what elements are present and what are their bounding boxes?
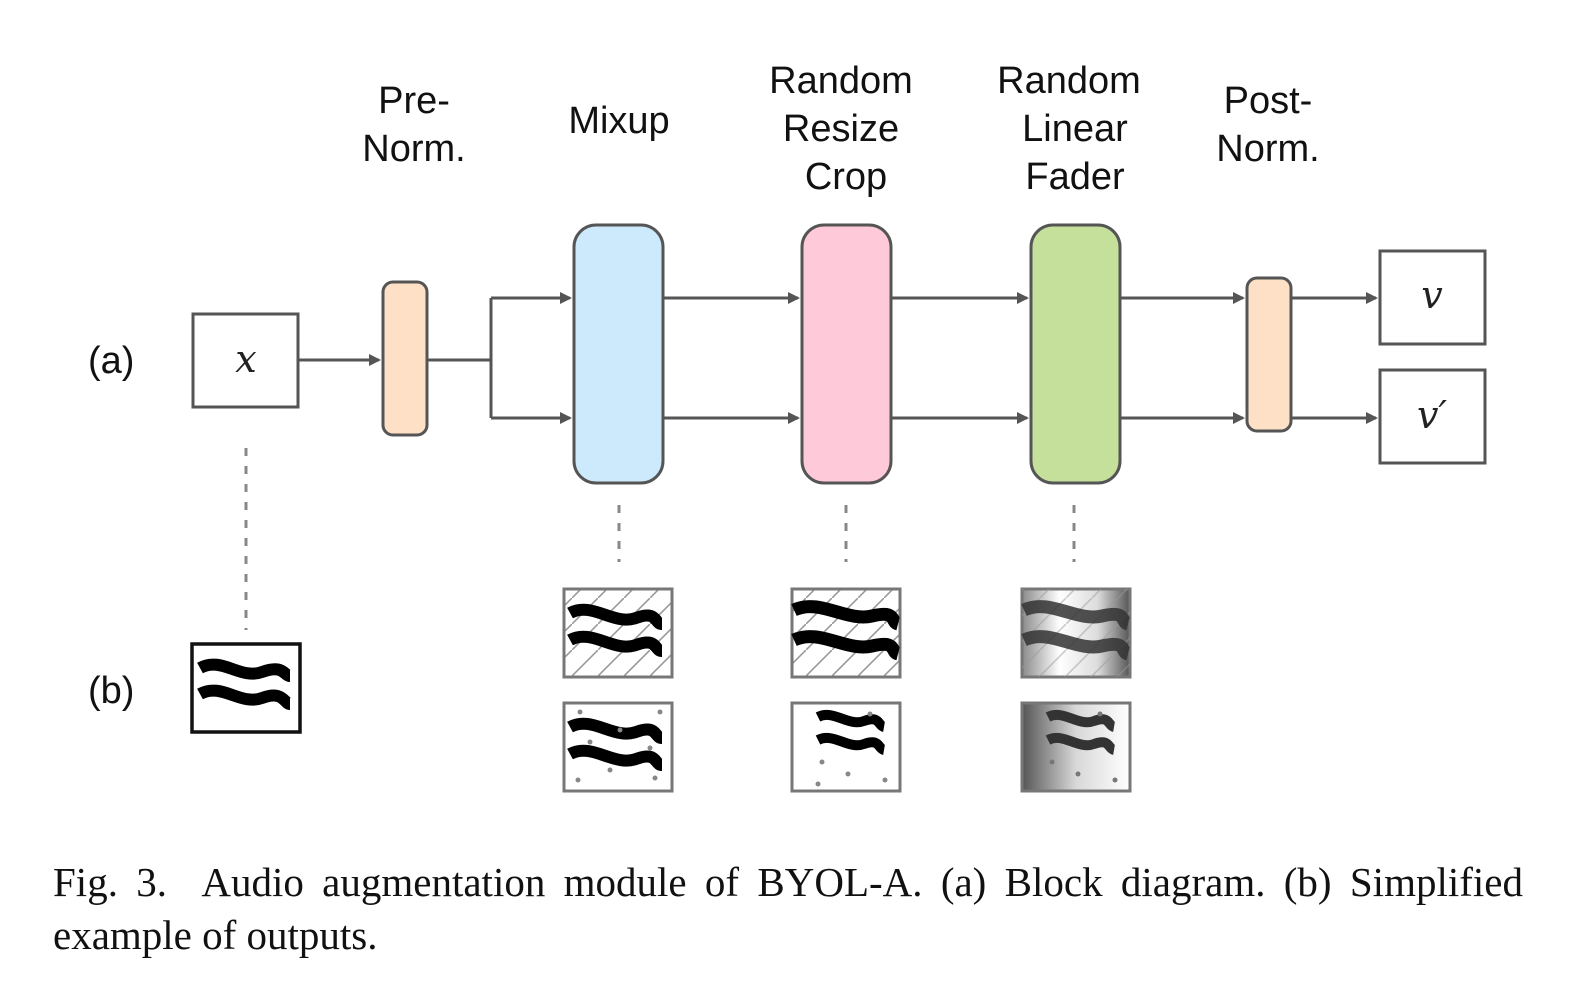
label-rrc-line-3: Crop	[805, 156, 887, 198]
label-rrc-line-2: Resize	[783, 108, 899, 150]
label-mixup-line-1: Mixup	[568, 100, 669, 142]
label-rlf-line-3: Fader	[1025, 156, 1125, 198]
input-box	[191, 312, 300, 409]
example-rrc-top	[790, 587, 902, 679]
split-line	[427, 298, 493, 362]
label-post-norm: Post- Norm.	[1216, 80, 1319, 170]
mixup-block	[572, 223, 665, 485]
output-symbol-v: v	[1421, 273, 1443, 317]
caption-text: Audio augmentation module of BYOL-A. (a)…	[53, 859, 1534, 958]
output-box-v-prime	[1378, 368, 1487, 465]
example-mixup-bottom	[562, 701, 674, 793]
caption-gap	[167, 859, 201, 905]
example-rlf-top	[1020, 587, 1132, 679]
post-norm-block	[1245, 276, 1293, 433]
figure-caption: Fig. 3. Audio augmentation module of BYO…	[53, 856, 1523, 962]
pre-norm-block	[381, 280, 429, 437]
random-linear-fader-block	[1029, 223, 1122, 485]
label-random-resize-crop: Random Resize Crop	[769, 60, 913, 198]
row-label-b: (b)	[88, 670, 134, 712]
label-rlf-line-2: Linear	[1022, 108, 1128, 150]
output-box-v	[1378, 249, 1487, 346]
example-rrc-bottom	[790, 701, 902, 793]
input-symbol: x	[235, 337, 256, 381]
label-post-norm-line-1: Post-	[1224, 80, 1313, 122]
block-diagram: (a) (b) Pre- Norm. Mixup Random Resize C…	[88, 60, 1487, 793]
dotted-connectors	[244, 448, 1076, 630]
label-pre-norm-line-2: Norm.	[362, 128, 465, 170]
output-symbol-v-prime: v′	[1417, 393, 1447, 437]
label-pre-norm: Pre- Norm.	[362, 80, 465, 170]
label-rlf-line-1: Random	[997, 60, 1141, 102]
example-mixup-top	[562, 587, 674, 679]
example-rlf-bottom	[1020, 701, 1132, 793]
caption-fig-label: Fig. 3.	[53, 859, 168, 905]
label-rrc-line-1: Random	[769, 60, 913, 102]
connections	[298, 292, 1378, 424]
label-random-linear-fader: Random Linear Fader	[997, 60, 1141, 198]
label-pre-norm-line-1: Pre-	[378, 80, 450, 122]
label-mixup: Mixup	[568, 100, 669, 142]
random-resize-crop-block	[800, 223, 893, 485]
example-input-thumb	[190, 642, 302, 734]
label-post-norm-line-2: Norm.	[1216, 128, 1319, 170]
row-label-a: (a)	[88, 340, 134, 382]
